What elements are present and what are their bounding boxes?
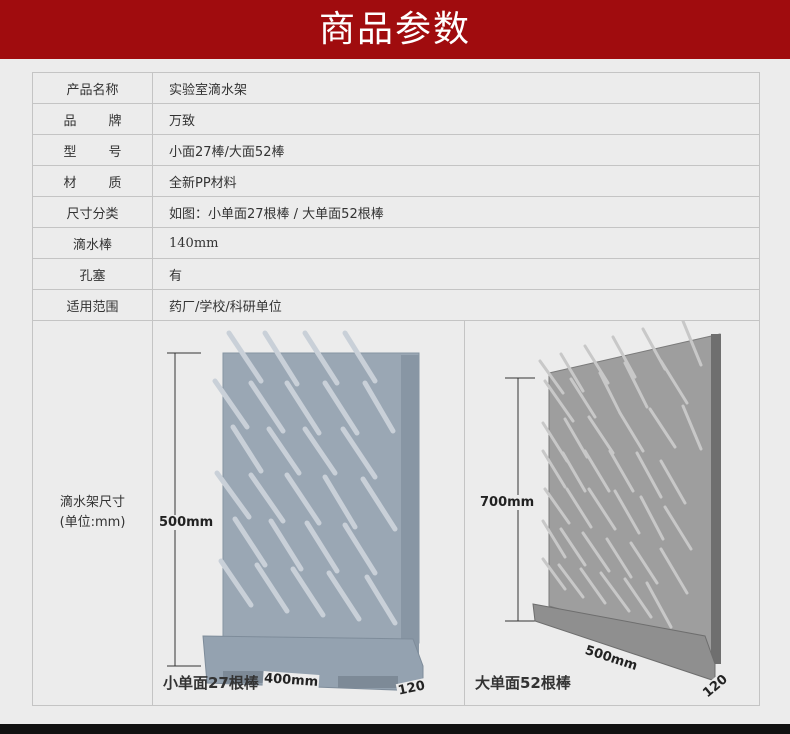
- spec-value: 实验室滴水架: [152, 72, 760, 104]
- spec-key-part: 号: [108, 144, 122, 160]
- spec-key: 产品名称: [32, 72, 153, 104]
- spec-row-plug: 孔塞 有: [32, 258, 760, 290]
- bottom-bar: [0, 724, 790, 734]
- spec-value: 全新PP材料: [152, 165, 760, 197]
- spec-row-model: 型号 小面27棒/大面52棒: [32, 134, 760, 166]
- spec-key: 滴水架尺寸 (单位:mm): [32, 320, 153, 706]
- spec-value: 万致: [152, 103, 760, 135]
- small-rack-panel: 500mm 400mm 120 小单面27根棒: [153, 321, 465, 705]
- spec-key-part: 材: [63, 175, 77, 191]
- spec-row-application: 适用范围 药厂/学校/科研单位: [32, 289, 760, 321]
- spec-key-part: 型: [63, 144, 77, 160]
- spec-value: 如图：小单面27根棒 / 大单面52根棒: [152, 196, 760, 228]
- spec-key: 滴水棒: [32, 227, 153, 259]
- spec-row-drip-rod: 滴水棒 140mm: [32, 227, 760, 259]
- large-rack-panel: 700mm 500mm 120 大单面52根棒: [465, 321, 759, 705]
- spec-value: 小面27棒/大面52棒: [152, 134, 760, 166]
- spec-table: 产品名称 实验室滴水架 品牌 万致 型号 小面27棒/大面52棒 材质 全新PP…: [32, 72, 760, 706]
- spec-key-part: 质: [108, 175, 122, 191]
- spec-key: 品牌: [32, 103, 153, 135]
- spec-key: 尺寸分类: [32, 196, 153, 228]
- page-header: 商品参数: [0, 0, 790, 59]
- small-height-dimension: 500mm: [158, 515, 215, 530]
- spec-key: 型号: [32, 134, 153, 166]
- small-rack-caption: 小单面27根棒: [163, 674, 259, 692]
- spec-key: 孔塞: [32, 258, 153, 290]
- small-rack-image: [167, 330, 424, 692]
- spec-row-dimensions: 滴水架尺寸 (单位:mm): [32, 320, 760, 706]
- page-title: 商品参数: [318, 8, 471, 50]
- spec-row-brand: 品牌 万致: [32, 103, 760, 135]
- dimension-label-line1: 滴水架尺寸: [59, 495, 125, 510]
- spec-key: 适用范围: [32, 289, 153, 321]
- spec-row-material: 材质 全新PP材料: [32, 165, 760, 197]
- large-rack-image: [505, 321, 721, 682]
- dimension-images: 500mm 400mm 120 小单面27根棒: [152, 320, 760, 706]
- dimension-label-line2: (单位:mm): [59, 515, 126, 530]
- spec-value: 药厂/学校/科研单位: [152, 289, 760, 321]
- large-rack-caption: 大单面52根棒: [475, 674, 571, 692]
- spec-row-product-name: 产品名称 实验室滴水架: [32, 72, 760, 104]
- large-height-dimension: 700mm: [479, 495, 536, 510]
- spec-value: 140mm: [152, 227, 760, 259]
- spec-key: 材质: [32, 165, 153, 197]
- spec-key-part: 品: [63, 113, 77, 129]
- spec-value: 有: [152, 258, 760, 290]
- spec-row-size-category: 尺寸分类 如图：小单面27根棒 / 大单面52根棒: [32, 196, 760, 228]
- spec-key-part: 牌: [108, 113, 122, 129]
